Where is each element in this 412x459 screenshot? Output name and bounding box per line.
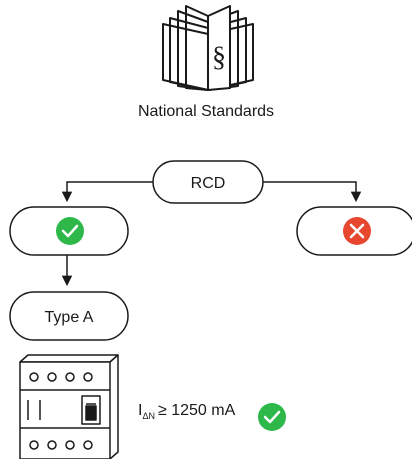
- type-node: [9, 291, 129, 341]
- current-symbol: I: [138, 402, 142, 419]
- header-title: National Standards: [138, 103, 274, 120]
- connector-no: [263, 181, 362, 203]
- cross-icon: [343, 217, 371, 245]
- current-subscript: ΔN: [142, 411, 155, 421]
- law-book-icon: §: [162, 5, 254, 91]
- rcd-breaker-icon: [19, 354, 119, 459]
- type-label: Type A: [45, 309, 94, 326]
- checkmark-icon: [56, 217, 84, 245]
- current-condition: IΔN≥ 1250 mA: [138, 402, 236, 421]
- rcd-label: RCD: [191, 175, 226, 192]
- current-value: ≥ 1250 mA: [158, 402, 236, 419]
- connector-yes: [61, 181, 153, 203]
- svg-text:§: §: [212, 42, 226, 73]
- device-ok-icon: [258, 403, 286, 431]
